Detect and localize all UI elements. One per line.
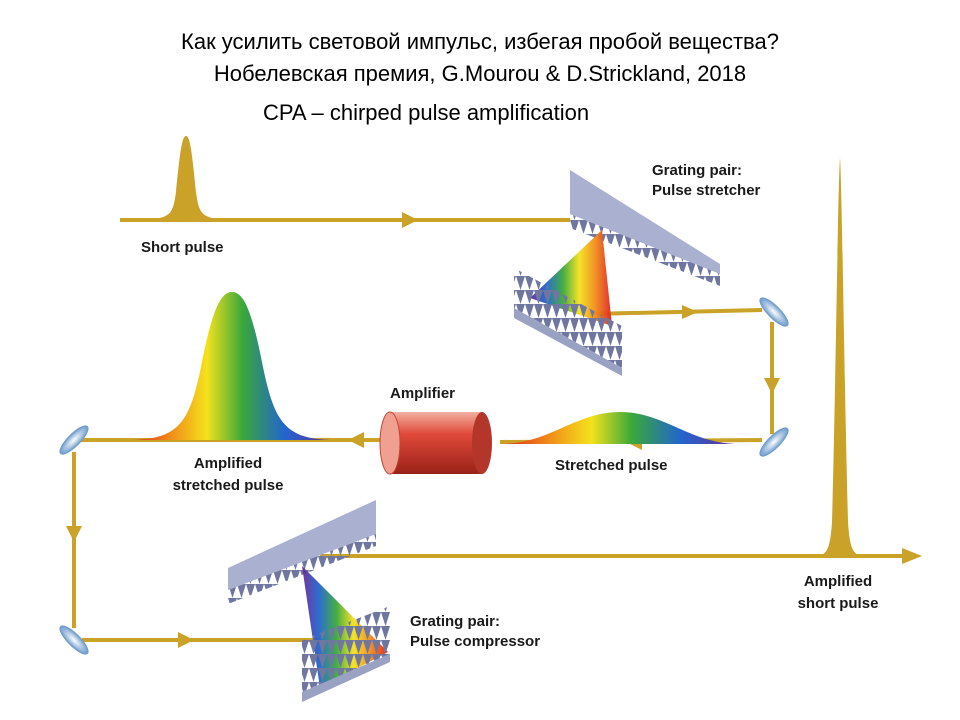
- compressor-grating-top: [228, 500, 376, 604]
- short-pulse-shape: [114, 136, 258, 220]
- label-compressor-line1: Grating pair:: [410, 613, 500, 630]
- amplified-short-pulse-shape: [814, 158, 866, 556]
- label-amplified-stretched-line1: Amplified: [194, 455, 262, 472]
- label-amplified-short-line1: Amplified: [804, 573, 872, 590]
- amplified-stretched-pulse-shape: [128, 292, 336, 440]
- label-stretcher-line1: Grating pair:: [652, 162, 742, 179]
- label-stretched-pulse: Stretched pulse: [555, 457, 668, 474]
- mirror-bottom-left: [59, 625, 89, 655]
- label-amplifier: Amplifier: [390, 385, 455, 402]
- slide-subtitle: CPA – chirped pulse amplification: [263, 100, 590, 125]
- label-short-pulse: Short pulse: [141, 239, 224, 256]
- mirror-top-left: [59, 425, 89, 455]
- mirror-bottom-right: [759, 427, 789, 457]
- beam-arrowheads: [66, 212, 922, 648]
- label-amplified-short-line2: short pulse: [798, 595, 879, 612]
- stretcher-grating-bottom: [514, 268, 622, 376]
- title-line-2: Нобелевская премия, G.Mourou & D.Strickl…: [213, 61, 747, 86]
- label-compressor-line2: Pulse compressor: [410, 633, 540, 650]
- slide-title: Как усилить световой импульс, избегая пр…: [0, 26, 960, 90]
- amplifier-cylinder: [379, 411, 492, 475]
- label-amplified-stretched-line2: stretched pulse: [173, 477, 284, 494]
- cpa-diagram: Short pulse Grating pair: Pulse stretche…: [59, 136, 922, 702]
- mirror-top-right: [759, 297, 789, 327]
- stretcher-grating-top: [570, 170, 720, 286]
- title-line-1: Как усилить световой импульс, избегая пр…: [181, 29, 779, 54]
- stretched-pulse-shape: [500, 412, 740, 444]
- compressor-grating-bottom: [302, 606, 390, 702]
- beam-to-mirror-top: [589, 308, 763, 316]
- label-stretcher-line2: Pulse stretcher: [652, 182, 761, 199]
